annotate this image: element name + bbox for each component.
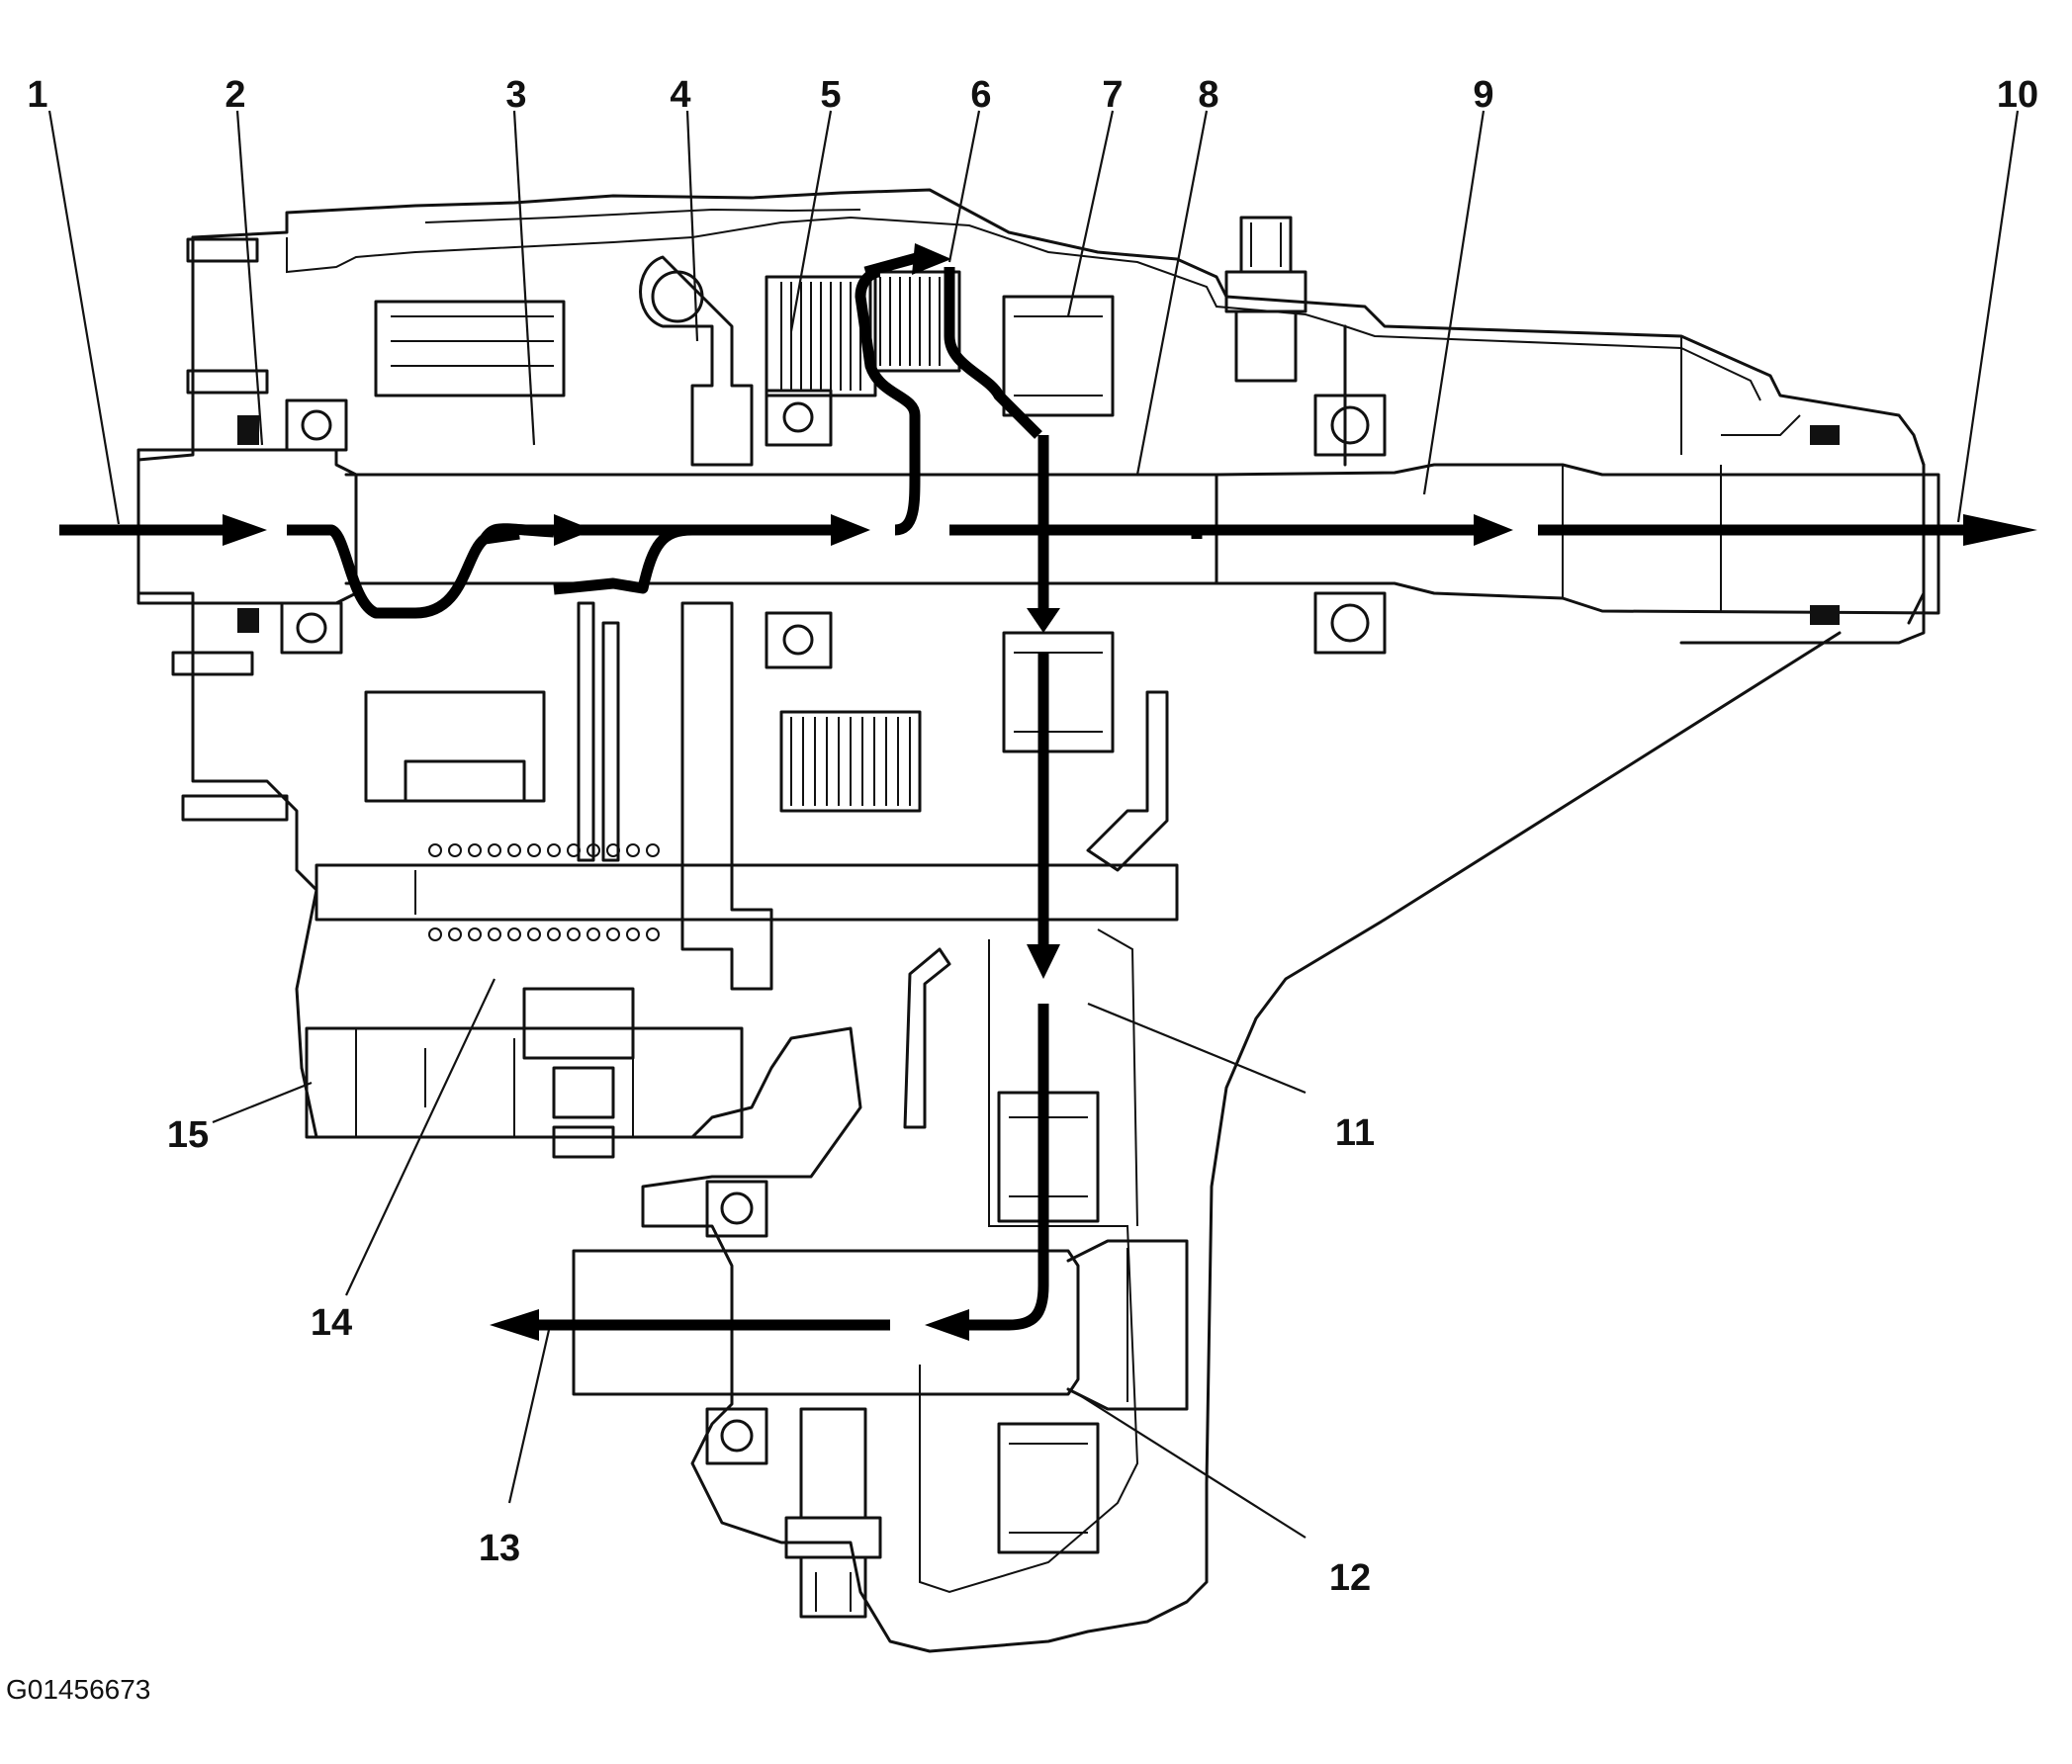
callout-6: 6	[970, 74, 991, 116]
encoder-motor	[305, 987, 744, 1159]
leader-12	[1077, 1393, 1306, 1539]
leader-10	[1956, 110, 2020, 523]
callout-15: 15	[167, 1114, 209, 1156]
bearing-center-lower	[765, 611, 833, 669]
callout-4: 4	[670, 74, 690, 116]
leader-15	[212, 1081, 313, 1124]
clutch-pack-lower	[779, 710, 922, 813]
shift-shaft-end	[651, 270, 704, 323]
shift-fork	[680, 601, 773, 991]
callout-12: 12	[1329, 1557, 1371, 1599]
bearing-left-upper	[285, 398, 348, 452]
callout-13: 13	[479, 1528, 520, 1569]
input-seal-upper	[237, 415, 259, 445]
input-seal-lower	[237, 608, 259, 633]
leader-2	[235, 110, 264, 446]
callout-5: 5	[820, 74, 841, 116]
leader-8	[1135, 110, 1209, 476]
range-gear-block-lower	[364, 690, 546, 803]
callout-3: 3	[505, 74, 526, 116]
callout-labels: 1 2 3 4 5 6 7 8 9 10 11 12 13 14 15	[27, 74, 2038, 1599]
leader-1	[47, 110, 121, 525]
bearing-front-output-upper	[705, 1180, 768, 1238]
callout-10: 10	[1997, 74, 2038, 116]
leader-4	[685, 110, 699, 342]
callout-1: 1	[27, 74, 47, 116]
bearing-center-upper	[765, 389, 833, 447]
stud-lower-1	[171, 651, 254, 676]
bearing-front-output-lower	[705, 1407, 768, 1465]
drive-sprocket	[1002, 295, 1115, 753]
leader-9	[1422, 110, 1486, 495]
speed-sensor-lower	[784, 1407, 882, 1619]
return-spring	[428, 843, 660, 941]
shift-rail	[315, 863, 1179, 922]
callout-8: 8	[1198, 74, 1218, 116]
leader-3	[512, 110, 536, 446]
leader-11	[1087, 1002, 1306, 1095]
callout-7: 7	[1102, 74, 1123, 116]
leader-5	[789, 110, 833, 332]
callout-2: 2	[225, 74, 245, 116]
leader-14	[345, 978, 495, 1296]
internal-components	[237, 216, 1840, 1619]
speed-sensor-upper	[1224, 216, 1307, 383]
stud-lower-2	[181, 794, 289, 822]
callout-9: 9	[1473, 74, 1493, 116]
bearing-right-upper	[1313, 394, 1387, 457]
bearing-right-lower	[1313, 591, 1387, 655]
power-flow-path	[59, 243, 2037, 1341]
leader-7	[1066, 110, 1115, 317]
range-gear-block-upper	[374, 300, 566, 397]
stud-upper-1	[186, 237, 259, 263]
oil-tube-lower	[903, 947, 951, 1129]
callout-11: 11	[1335, 1112, 1375, 1154]
figure-id: G01456673	[6, 1674, 150, 1705]
oil-tube	[1086, 690, 1169, 872]
callout-14: 14	[311, 1302, 352, 1344]
stud-upper-2	[186, 369, 269, 395]
rear-seal-upper	[1810, 425, 1840, 445]
leader-lines	[47, 110, 2020, 1539]
bearing-left-lower	[280, 601, 343, 655]
leader-6	[947, 110, 981, 263]
leader-13	[507, 1329, 551, 1504]
rear-seal-lower	[1810, 605, 1840, 625]
